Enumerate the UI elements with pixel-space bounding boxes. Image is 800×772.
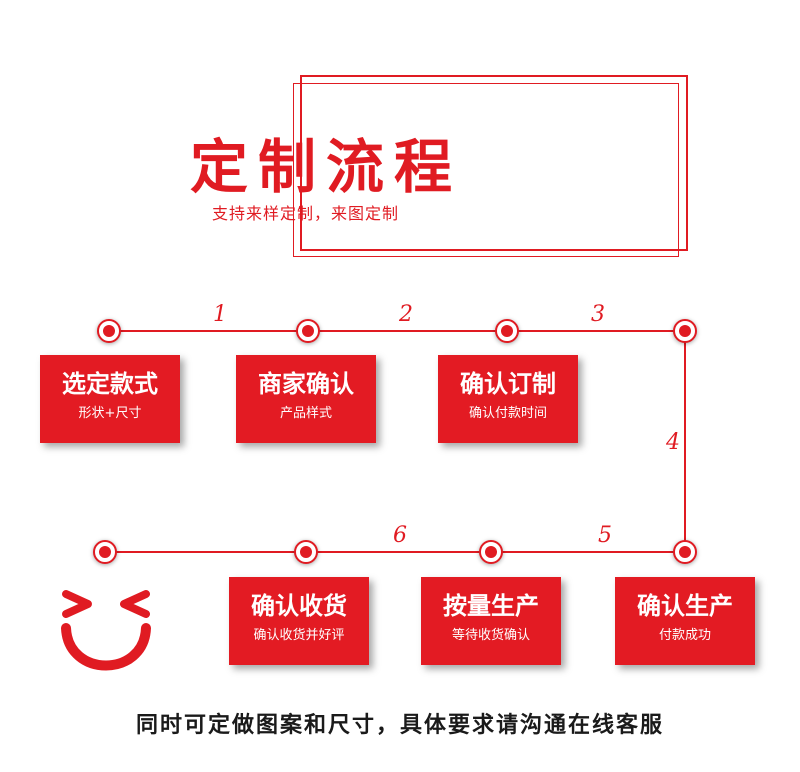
step-number-6: 6 [393,523,407,548]
step-box-4: 确认生产 付款成功 [615,577,755,665]
step-box-5: 按量生产 等待收货确认 [421,577,561,665]
flow-node [479,540,503,564]
step-box-6: 确认收货 确认收货并好评 [229,577,369,665]
flow-node [93,540,117,564]
step-box-3: 确认订制 确认付款时间 [438,355,578,443]
step-title: 按量生产 [443,592,539,620]
flow-node [97,319,121,343]
footer-note: 同时可定做图案和尺寸，具体要求请沟通在线客服 [135,713,664,738]
flow-node [673,319,697,343]
flow-line-top [109,330,685,332]
header-frame-outer [300,75,688,251]
step-subtitle: 等待收货确认 [451,628,530,643]
flow-node [673,540,697,564]
flow-line-bottom [105,551,685,553]
flow-node [296,319,320,343]
flow-node [495,319,519,343]
step-number-5: 5 [598,523,612,548]
step-box-2: 商家确认 产品样式 [236,355,376,443]
step-number-4: 4 [666,430,680,455]
step-title: 选定款式 [62,370,158,398]
step-title: 确认订制 [460,370,556,398]
step-title: 商家确认 [258,370,354,398]
flow-node [294,540,318,564]
step-number-1: 1 [213,302,227,327]
step-subtitle: 形状+尺寸 [78,406,142,421]
header-frame-inner [293,83,679,257]
page-subtitle: 支持来样定制，来图定制 [212,204,400,223]
step-title: 确认生产 [637,592,733,620]
page-title: 定制流程 [190,133,463,201]
step-title: 确认收货 [251,592,347,620]
flow-line-right [684,331,686,552]
step-subtitle: 确认付款时间 [468,406,547,421]
step-subtitle: 确认收货并好评 [253,628,345,643]
step-number-2: 2 [399,302,413,327]
step-number-3: 3 [591,302,605,327]
step-subtitle: 付款成功 [658,628,711,643]
smiley-face-icon [61,590,151,671]
step-subtitle: 产品样式 [279,406,332,421]
step-box-1: 选定款式 形状+尺寸 [40,355,180,443]
